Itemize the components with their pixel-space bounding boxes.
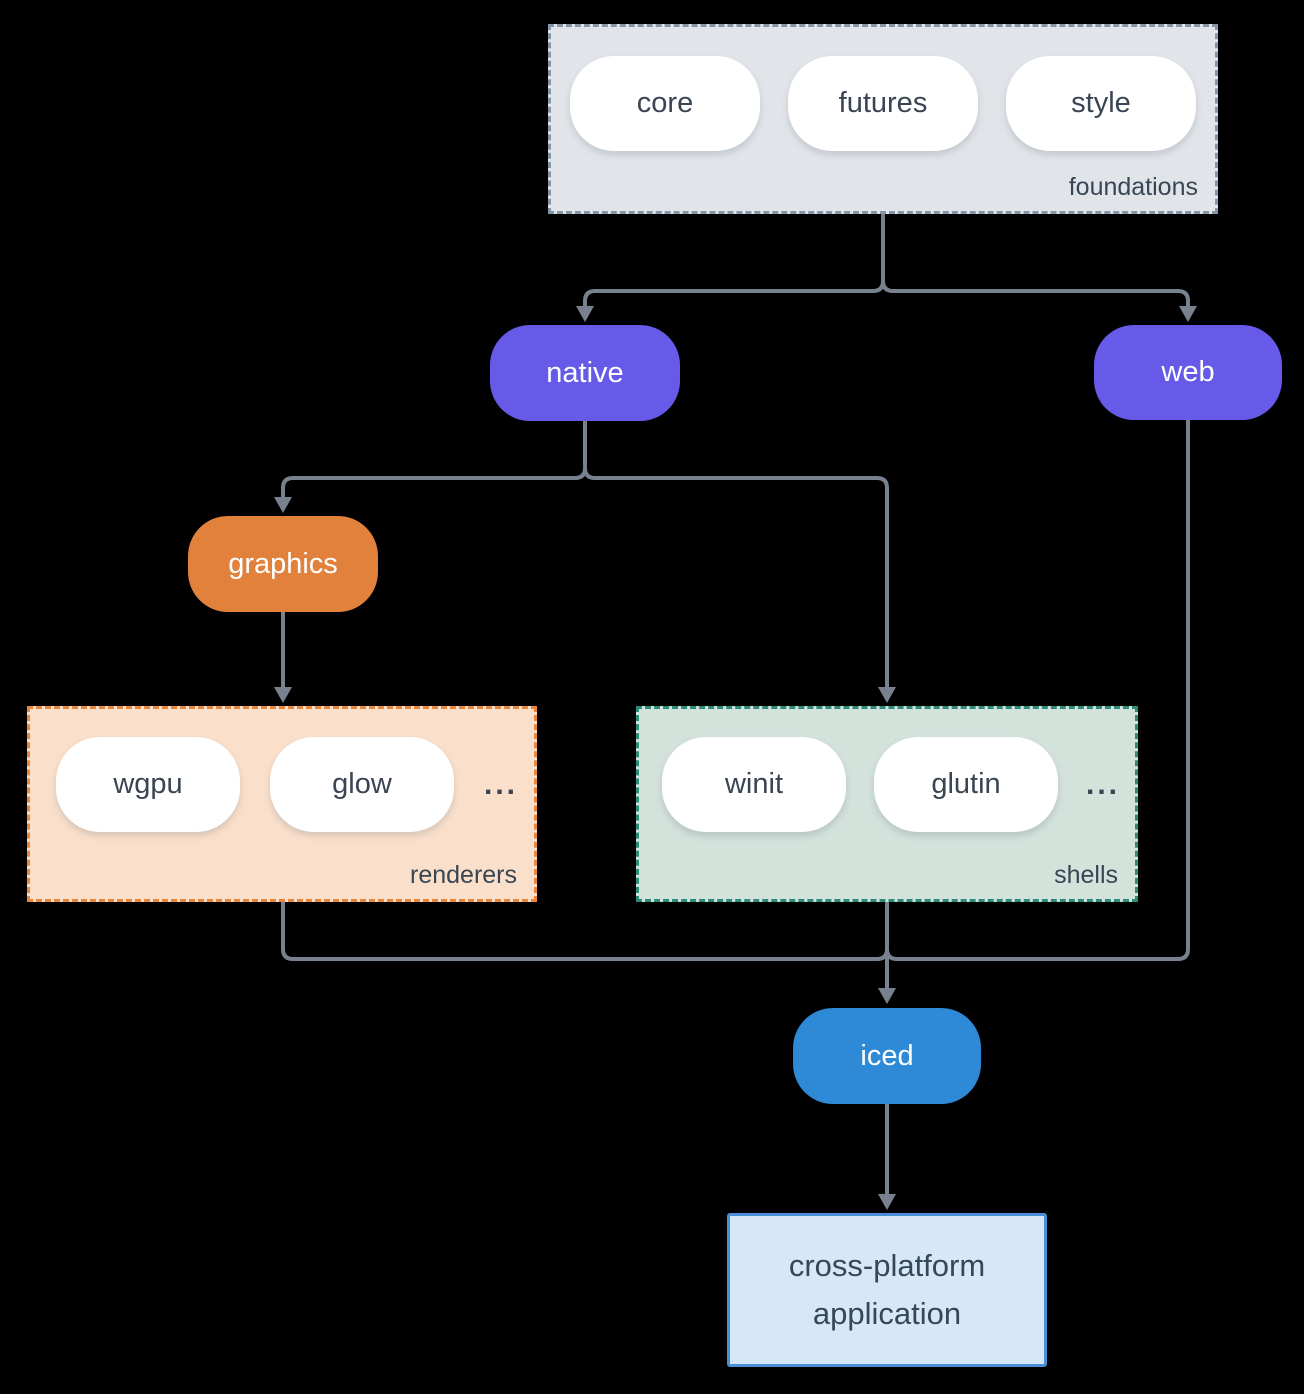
node-wgpu: wgpu <box>56 737 240 832</box>
group-foundations: core futures style foundations <box>548 24 1218 214</box>
edge-native-shells <box>583 467 889 689</box>
arrowhead-iced <box>878 988 896 1004</box>
node-core: core <box>570 56 760 151</box>
node-futures: futures <box>788 56 978 151</box>
group-label-foundations: foundations <box>1068 173 1198 201</box>
edge-native-graphics <box>281 467 587 499</box>
arrowhead-renderers <box>274 687 292 703</box>
arrowhead-graphics <box>274 497 292 513</box>
edge-foundations-web <box>881 280 1190 308</box>
renderers-pill-row: wgpu glow ... <box>30 709 534 832</box>
arrowhead-shells <box>878 687 896 703</box>
group-label-shells: shells <box>1054 861 1118 889</box>
arrowhead-web <box>1179 306 1197 322</box>
renderers-ellipsis: ... <box>484 767 519 801</box>
group-shells: winit glutin ... shells <box>636 706 1138 902</box>
node-style: style <box>1006 56 1196 151</box>
edge-foundations-native <box>583 280 885 308</box>
node-native: native <box>490 325 680 421</box>
node-graphics: graphics <box>188 516 378 612</box>
node-glutin: glutin <box>874 737 1058 832</box>
group-renderers: wgpu glow ... renderers <box>27 706 537 902</box>
foundations-pill-row: core futures style <box>551 27 1215 151</box>
group-label-renderers: renderers <box>410 861 517 889</box>
terminal-cross-platform-application: cross-platform application <box>727 1213 1047 1367</box>
shells-ellipsis: ... <box>1086 767 1121 801</box>
node-winit: winit <box>662 737 846 832</box>
node-web: web <box>1094 325 1282 420</box>
arrowhead-application <box>878 1194 896 1210</box>
arrowhead-native <box>576 306 594 322</box>
edge-renderers-merge <box>281 902 889 961</box>
node-iced: iced <box>793 1008 981 1104</box>
node-glow: glow <box>270 737 454 832</box>
shells-pill-row: winit glutin ... <box>639 709 1135 832</box>
